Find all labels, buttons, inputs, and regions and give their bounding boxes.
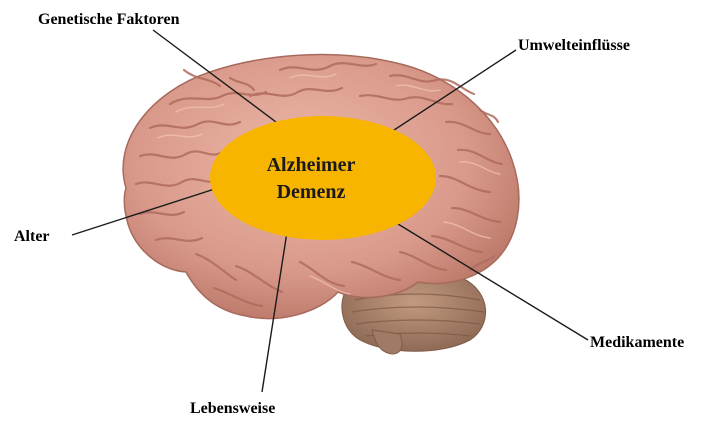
label-age: Alter <box>14 229 50 245</box>
label-genetic-factors: Genetische Faktoren <box>38 12 179 28</box>
center-label-line2: Demenz <box>256 179 366 206</box>
label-medication: Medikamente <box>590 335 684 351</box>
center-label: Alzheimer Demenz <box>256 152 366 206</box>
label-lifestyle: Lebensweise <box>190 401 275 417</box>
center-label-line1: Alzheimer <box>256 152 366 179</box>
label-environment: Umwelteinflüsse <box>518 38 630 54</box>
